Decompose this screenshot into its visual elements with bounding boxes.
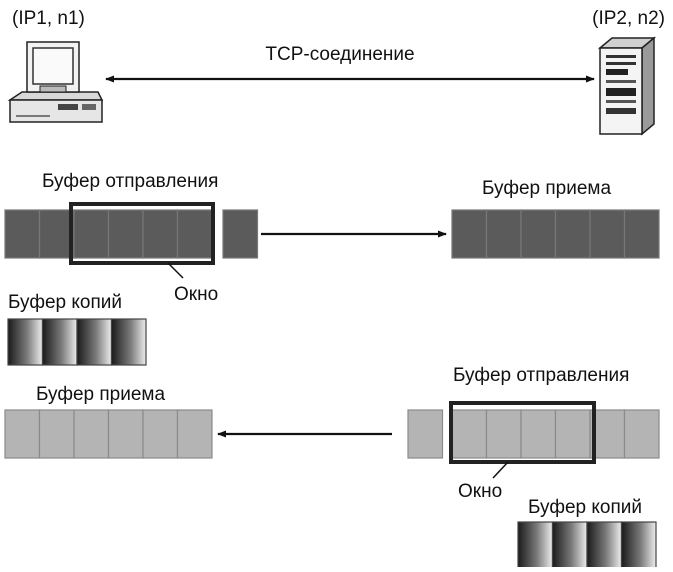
buffer-cell: [142, 209, 179, 259]
top-copy-buffer: [7, 318, 147, 366]
buffer-cell: [107, 409, 144, 459]
top-window-pointer: [167, 262, 184, 279]
buffer-cell: [73, 209, 110, 259]
top-send-buffer-label: Буфер отправления: [42, 171, 218, 192]
bottom-window-pointer: [492, 461, 509, 479]
bottom-send-buffer: [451, 409, 660, 459]
buffer-cell: [73, 409, 110, 459]
top-receive-buffer-label: Буфер приема: [482, 178, 611, 199]
buffer-cell: [554, 409, 591, 459]
buffer-cell: [520, 409, 557, 459]
copy-cell: [7, 318, 44, 366]
copy-cell: [76, 318, 113, 366]
buffer-cell: [520, 209, 557, 259]
copy-cell: [41, 318, 78, 366]
bottom-window-label: Окно: [458, 481, 502, 502]
buffer-cell: [554, 209, 591, 259]
buffer-cell: [623, 409, 660, 459]
buffer-cell: [4, 409, 41, 459]
buffer-cell: [107, 209, 144, 259]
bottom-receive-buffer: [4, 409, 213, 459]
client-computer-icon: [7, 41, 104, 123]
buffer-cell: [485, 209, 522, 259]
buffer-cell: [142, 409, 179, 459]
buffer-cell: [485, 409, 522, 459]
buffer-cell: [589, 209, 626, 259]
buffer-cell: [451, 409, 488, 459]
bottom-window-frame: [449, 401, 596, 464]
top-copy-buffer-label: Буфер копий: [8, 292, 122, 313]
bottom-copy-buffer-label: Буфер копий: [528, 497, 642, 518]
copy-cell: [586, 521, 623, 569]
buffer-cell: [623, 209, 660, 259]
buffer-cell: [222, 209, 259, 259]
buffer-cell: [38, 409, 75, 459]
buffer-cell: [4, 209, 41, 259]
bottom-copy-buffer: [517, 521, 657, 569]
server-icon: [597, 36, 657, 136]
top-send-buffer: [4, 209, 213, 259]
copy-cell: [620, 521, 657, 569]
top-window-frame: [69, 202, 215, 265]
bottom-detached-segment: [407, 409, 444, 459]
left-endpoint-label: (IP1, n1): [12, 8, 85, 29]
buffer-cell: [38, 209, 75, 259]
buffer-cell: [176, 409, 213, 459]
top-window-label: Окно: [174, 284, 218, 305]
copy-cell: [517, 521, 554, 569]
bottom-send-buffer-label: Буфер отправления: [453, 365, 629, 386]
buffer-cell: [176, 209, 213, 259]
top-detached-segment: [222, 209, 259, 259]
top-receive-buffer: [451, 209, 660, 259]
right-endpoint-label: (IP2, n2): [592, 8, 665, 29]
buffer-cell: [407, 409, 444, 459]
buffer-cell: [451, 209, 488, 259]
copy-cell: [110, 318, 147, 366]
connection-label: TCP-соединение: [265, 44, 414, 65]
bottom-receive-buffer-label: Буфер приема: [36, 384, 165, 405]
copy-cell: [551, 521, 588, 569]
